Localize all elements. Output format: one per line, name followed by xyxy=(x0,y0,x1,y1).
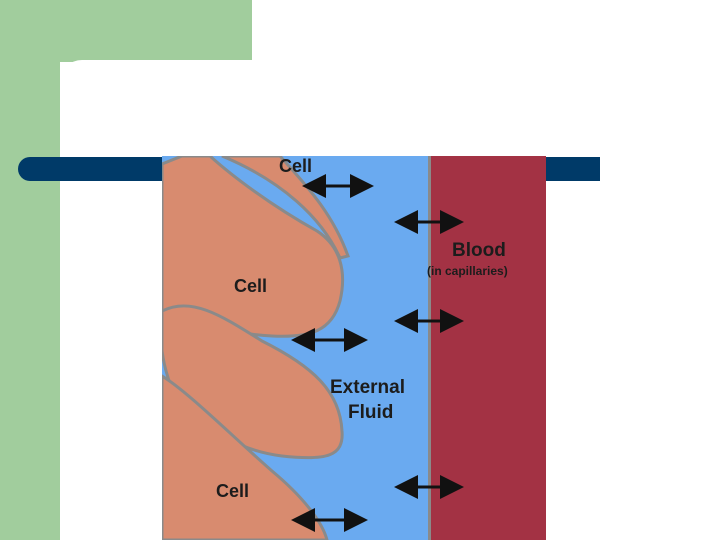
cell-label-bottom: Cell xyxy=(216,481,250,501)
blood-sublabel: (in capillaries) xyxy=(427,264,508,278)
diagram-svg xyxy=(162,156,546,540)
blood-label: Blood xyxy=(452,240,506,261)
cell-fluid-blood-diagram: Cell Cell Cell Blood (in capillaries) Ex… xyxy=(162,156,546,540)
side-band xyxy=(0,0,60,540)
cell-label-middle: Cell xyxy=(234,276,268,296)
external-fluid-label-line1: External xyxy=(330,377,405,398)
cell-sliver-shape xyxy=(221,156,350,260)
top-left-accent xyxy=(0,0,252,62)
cell-label-top: Cell xyxy=(279,156,313,176)
capillary-wall xyxy=(428,156,431,540)
external-fluid-label-line2: Fluid xyxy=(348,402,394,423)
blood-region xyxy=(431,156,546,540)
